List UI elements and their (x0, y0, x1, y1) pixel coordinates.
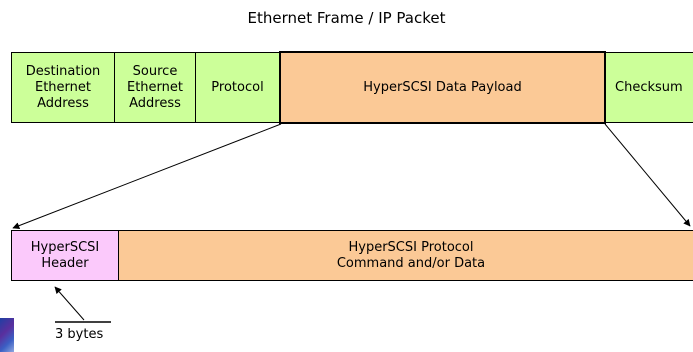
field-hyperscsi-command-data: HyperSCSI Protocol Command and/or Data (118, 230, 693, 281)
field-source-address: Source Ethernet Address (114, 52, 196, 123)
field-data-payload: HyperSCSI Data Payload (279, 51, 606, 124)
header-size-arrow (54, 286, 85, 321)
field-checksum: Checksum (605, 52, 693, 123)
logo-graphic (0, 318, 14, 352)
diagram-title: Ethernet Frame / IP Packet (247, 9, 446, 27)
expand-arrow-left (12, 123, 282, 229)
expand-arrow-right (604, 123, 691, 227)
header-size-label: 3 bytes (55, 327, 104, 342)
field-protocol: Protocol (195, 52, 280, 123)
